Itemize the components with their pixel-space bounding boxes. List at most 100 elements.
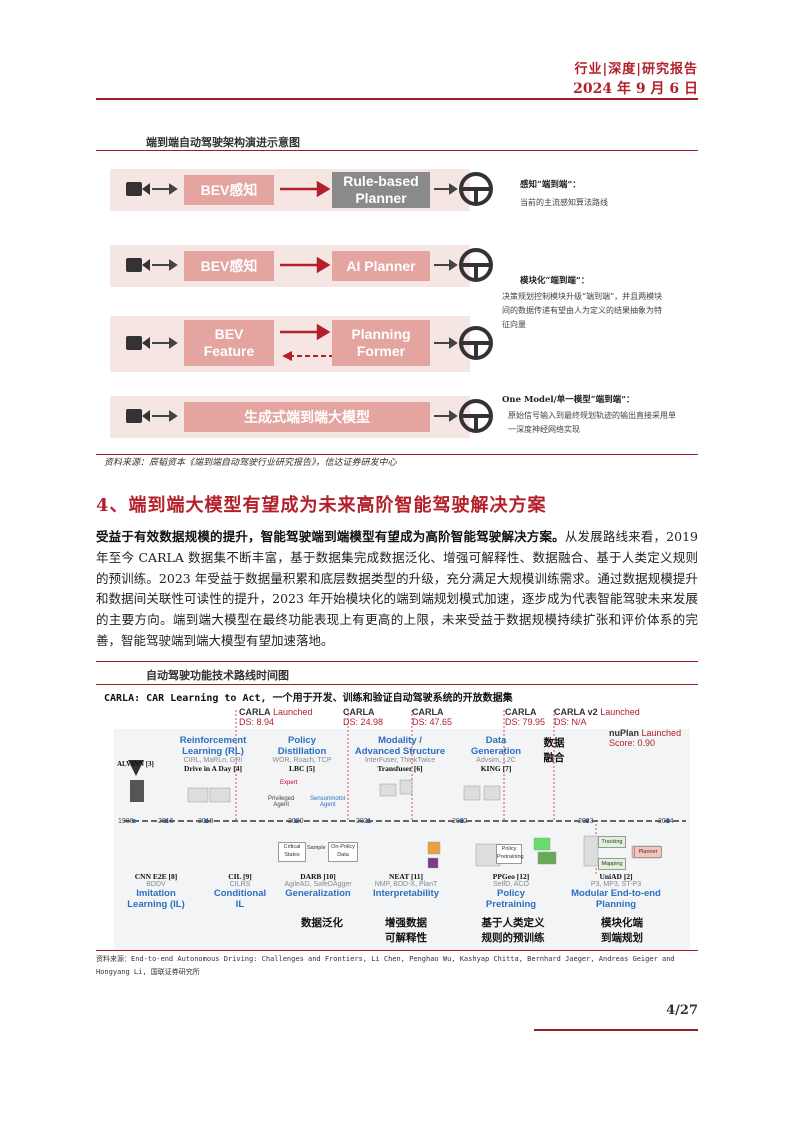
era-subtitle: NMP, BDD-X, PlanT xyxy=(374,881,438,888)
milestone-score: Score: 0.90 xyxy=(609,738,656,748)
planner-box: Planner xyxy=(634,846,662,858)
note-heading: One Model/单一模型“端到端”： xyxy=(502,395,635,405)
figure2-top-rule xyxy=(96,661,698,662)
ai-planner-box: AI Planner xyxy=(332,251,430,281)
era-title: Reinforcement Learning (RL) xyxy=(179,735,247,757)
era-title: Data Generation xyxy=(470,735,522,757)
era-title: Policy Distillation xyxy=(277,735,327,757)
note-body: 决策规划控制模块升级“端到端”，并且两模块间的数据传递有望由人为定义的结果抽象为… xyxy=(502,292,663,329)
milestone-name: CARLA xyxy=(343,707,375,717)
year-1988: 1988 xyxy=(118,818,134,825)
era-subtitle: Advsim, L2C xyxy=(476,757,516,764)
label-expert: Expert xyxy=(280,780,298,786)
year-2021: 2021 xyxy=(356,818,372,825)
note-body: 当前的主流感知算法路线 xyxy=(520,198,608,207)
page-number: 4/27 xyxy=(666,1003,698,1018)
era-citation: LBC [5] xyxy=(288,764,316,773)
figure1-source: 资料来源：辰韬资本《端到端自动驾驶行业研究报告》，信达证券研发中心 xyxy=(104,458,397,468)
milestone-score: DS: 24.98 xyxy=(343,717,384,727)
era-modular-e2e-planning: UniAD [2] P3, MP3, ST-P3 Modular End-to-… xyxy=(566,872,666,910)
steering-wheel-icon xyxy=(459,399,493,433)
timeline-graphics xyxy=(124,710,686,875)
era-citation: PPGeo [12] xyxy=(492,872,530,881)
milestone-event: Launched xyxy=(600,707,640,717)
lead-sentence: 受益于有效数据规模的提升，智能驾驶端到端模型有望成为高阶智能驾驶解决方案。 xyxy=(96,529,565,544)
milestone-name: CARLA xyxy=(239,707,271,717)
note-perception: 感知“端到端”： 当前的主流感知算法路线 xyxy=(520,178,680,210)
era-citation: NEAT [11] xyxy=(388,872,424,881)
camera-icon xyxy=(126,336,150,350)
label-privileged-agent: Privileged Agent xyxy=(268,796,295,808)
figure2-subtitle: CARLA: CAR Learning to Act, 一个用于开发、训练和验证… xyxy=(104,693,513,704)
figure1-title: 端到端自动驾驶架构演进示意图 xyxy=(146,136,300,149)
era-citation: UniAD [2] xyxy=(599,872,633,881)
footer-rule xyxy=(534,1029,698,1031)
label-sensorimotor-agent: Sensorimotor Agent xyxy=(310,796,346,808)
year-2022: 2022 xyxy=(452,818,468,825)
steering-wheel-icon xyxy=(459,172,493,206)
era-policy-distillation: Policy Distillation WOR, Roach, TCP LBC … xyxy=(262,735,342,773)
era-citation: Transfuser [6] xyxy=(377,764,423,773)
note-body: 原始信号输入到最终规划轨迹的输出直接采用单一深度神经网络实现 xyxy=(508,411,676,434)
figure1-top-rule xyxy=(96,150,698,151)
cn-label-interpretability: 增强数据 可解释性 xyxy=(385,917,427,944)
figure1-diagram: BEV感知 Rule-based Planner BEV感知 AI Planne… xyxy=(96,156,698,454)
bev-feature-box: BEV Feature xyxy=(184,320,274,366)
year-2023: 2023 xyxy=(578,818,594,825)
milestone-score: DS: N/A xyxy=(554,717,587,727)
figure2-bottom-rule xyxy=(96,950,698,951)
era-data-generation: Data Generation Advsim, L2C KING [7] xyxy=(458,735,534,773)
cn-label-rule-pretraining: 基于人类定义 规则的预训练 xyxy=(481,917,545,944)
planning-former-box: Planning Former xyxy=(332,320,430,366)
camera-icon xyxy=(126,182,150,196)
note-one-model: One Model/单一模型“端到端”： 原始信号输入到最终规划轨迹的输出直接采… xyxy=(502,393,678,437)
era-subtitle: BDDV xyxy=(146,881,166,888)
era-title: Conditional IL xyxy=(213,888,267,910)
section-title: 4、端到端大模型有望成为未来高阶智能驾驶解决方案 xyxy=(96,495,547,516)
milestone-event: Launched xyxy=(273,707,313,717)
era-title: Modality / Advanced Structure xyxy=(354,735,446,757)
era-citation: DARB [10] xyxy=(300,872,336,881)
note-modular: 模块化“端到端”： 决策规划控制模块升级“端到端”，并且两模块间的数据传递有望由… xyxy=(502,274,666,332)
era-citation: KING [7] xyxy=(480,764,512,773)
era-subtitle: P3, MP3, ST-P3 xyxy=(590,881,642,888)
era-title: Imitation Learning (IL) xyxy=(127,888,185,910)
header-divider xyxy=(96,98,698,100)
era-title: Modular End-to-end Planning xyxy=(571,888,661,910)
era-citation: CIL [9] xyxy=(228,872,252,881)
camera-icon xyxy=(126,258,150,272)
sample-label: Sample xyxy=(307,845,326,851)
era-subtitle: CIRL, MaRLn, GRI xyxy=(183,757,243,764)
milestone-name: nuPlan xyxy=(609,728,640,738)
steering-wheel-icon xyxy=(459,326,493,360)
rule-based-planner-box: Rule-based Planner xyxy=(332,172,430,208)
mapping-box: Mapping xyxy=(598,858,626,870)
steering-wheel-icon xyxy=(459,248,493,282)
alvinn-label: ALVINN [3] xyxy=(117,760,154,768)
era-citation: CNN E2E [8] xyxy=(134,872,178,881)
bev-perception-box: BEV感知 xyxy=(184,175,274,205)
policy-pretraining-box: Policy Pretraining xyxy=(496,844,524,864)
milestone-event: Launched xyxy=(641,728,682,738)
note-heading: 模块化“端到端”： xyxy=(520,276,590,286)
era-citation: Drive in A Day [4] xyxy=(184,764,242,773)
era-title: Policy Pretraining xyxy=(485,888,537,910)
figure2-source: 资料来源：End-to-end Autonomous Driving: Chal… xyxy=(96,955,675,976)
era-subtitle: AgileAD, SafeDAgger xyxy=(284,881,352,888)
generative-e2e-model-box: 生成式端到端大模型 xyxy=(184,402,430,432)
body-text: 从发展路线来看，2019 年至今 CARLA 数据集不断丰富，基于数据集完成数据… xyxy=(96,529,698,648)
tracking-box: Tracking xyxy=(598,836,626,848)
critical-states-box: Critical States xyxy=(278,842,306,862)
report-category: 行业|深度|研究报告 xyxy=(574,62,698,77)
era-modality: Modality / Advanced Structure InterFuser… xyxy=(352,735,448,773)
era-subtitle: WOR, Roach, TCP xyxy=(272,757,332,764)
figure2-title: 自动驾驶功能技术路线时间图 xyxy=(146,669,289,682)
era-policy-pretraining: PPGeo [12] SelfD, ACO Policy Pretraining xyxy=(474,872,548,910)
year-2024: 2024 xyxy=(658,818,674,825)
era-title: Generalization xyxy=(285,888,351,899)
